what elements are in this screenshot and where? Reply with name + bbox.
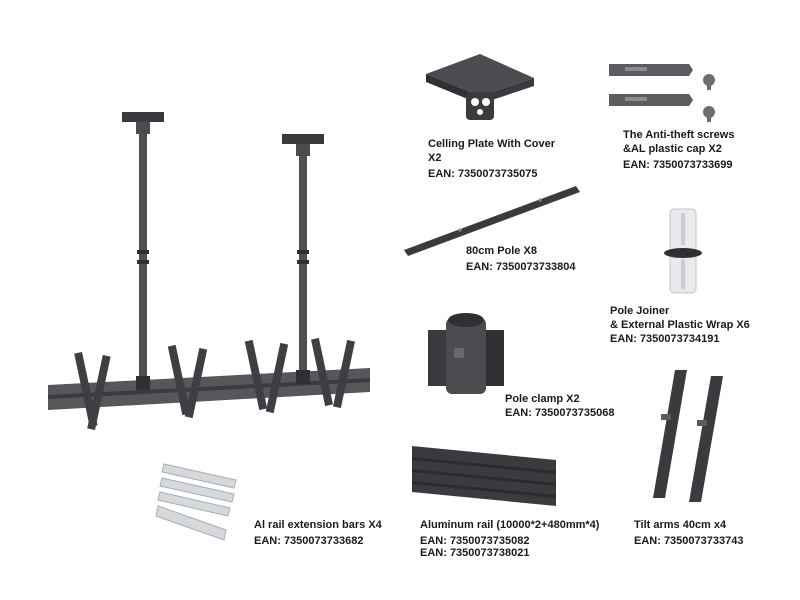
ceiling-plate-image — [426, 54, 534, 120]
aluminum-rail-image — [412, 446, 556, 506]
tilt-arms-ean: EAN: 7350073733743 — [634, 535, 744, 547]
pole-clamp-image — [428, 313, 504, 394]
anti-theft-name: The Anti-theft screws — [623, 129, 735, 141]
aluminum-rail-ean: EAN: 7350073735082 — [420, 535, 530, 547]
pole-clamp-ean: EAN: 7350073735068 — [505, 407, 615, 419]
aluminum-rail-name: Aluminum rail (10000*2+480mm*4) — [420, 519, 600, 531]
pole-ean: EAN: 7350073733804 — [466, 261, 576, 273]
pole-joiner-image — [664, 208, 702, 294]
pole-name: 80cm Pole X8 — [466, 245, 537, 257]
pole-clamp-name: Pole clamp X2 — [505, 393, 580, 405]
ceiling-plate-qty: X2 — [428, 152, 442, 164]
rail-extension-ean: EAN: 7350073733682 — [254, 535, 364, 547]
aluminum-rail-ean-2: EAN: 7350073738021 — [420, 547, 530, 559]
rail-extension-name: Al rail extension bars X4 — [254, 519, 382, 531]
anti-theft-ean: EAN: 7350073733699 — [623, 159, 733, 171]
pole-joiner-name-2: & External Plastic Wrap X6 — [610, 319, 750, 331]
ceiling-plate-name: Celling Plate With Cover — [428, 138, 556, 150]
ceiling-plate-ean: EAN: 7350073735075 — [428, 168, 538, 180]
pole-joiner-ean: EAN: 7350073734191 — [610, 333, 720, 345]
anti-theft-screws-image — [609, 64, 715, 122]
pole-image — [404, 186, 580, 256]
tilt-arms-name: Tilt arms 40cm x4 — [634, 519, 727, 531]
tilt-arms-image — [653, 370, 723, 502]
rail-extension-bars-image — [155, 463, 237, 541]
anti-theft-name-2: &AL plastic cap X2 — [623, 143, 722, 155]
pole-joiner-name: Pole Joiner — [610, 305, 670, 317]
assembled-mount-image — [48, 112, 370, 431]
